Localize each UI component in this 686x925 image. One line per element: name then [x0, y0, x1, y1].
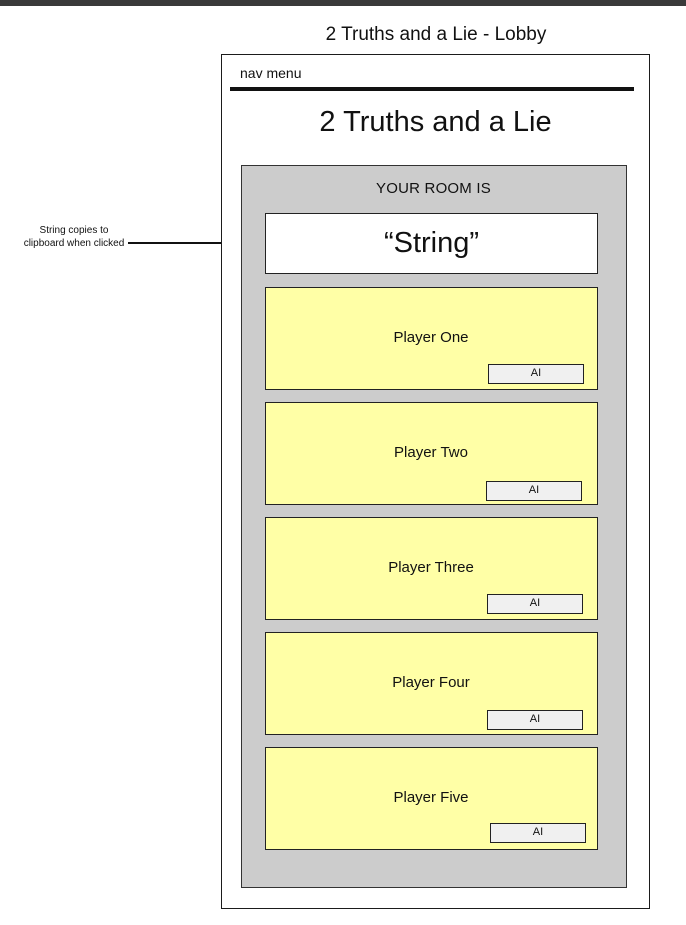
player-name: Player Five — [393, 789, 469, 806]
nav-divider — [230, 87, 634, 91]
player-card-4: Player Four AI — [265, 632, 598, 735]
room-label: YOUR ROOM IS — [376, 180, 491, 197]
annotation-note: String copies to clipboard when clicked — [23, 225, 125, 249]
top-border-strip — [0, 0, 686, 6]
player-name: Player One — [393, 329, 469, 346]
room-code-button[interactable]: “String” — [265, 213, 598, 274]
ai-button[interactable]: AI — [487, 594, 583, 614]
annotation-connector-line — [128, 242, 302, 244]
ai-button[interactable]: AI — [490, 823, 586, 843]
player-card-3: Player Three AI — [265, 517, 598, 620]
ai-button[interactable]: AI — [488, 364, 584, 384]
phone-frame: nav menu 2 Truths and a Lie YOUR ROOM IS… — [221, 54, 650, 909]
player-name: Player Three — [388, 559, 474, 576]
ai-button[interactable]: AI — [486, 481, 582, 501]
player-card-2: Player Two AI — [265, 402, 598, 505]
document-title: 2 Truths and a Lie - Lobby — [325, 24, 547, 45]
player-card-1: Player One AI — [265, 287, 598, 390]
app-title: 2 Truths and a Lie — [319, 106, 552, 138]
ai-button[interactable]: AI — [487, 710, 583, 730]
room-panel: YOUR ROOM IS “String” Player One AI Play… — [241, 165, 627, 888]
player-name: Player Four — [392, 674, 470, 691]
player-name: Player Two — [394, 444, 468, 461]
nav-menu[interactable]: nav menu — [240, 65, 302, 81]
player-card-5: Player Five AI — [265, 747, 598, 850]
